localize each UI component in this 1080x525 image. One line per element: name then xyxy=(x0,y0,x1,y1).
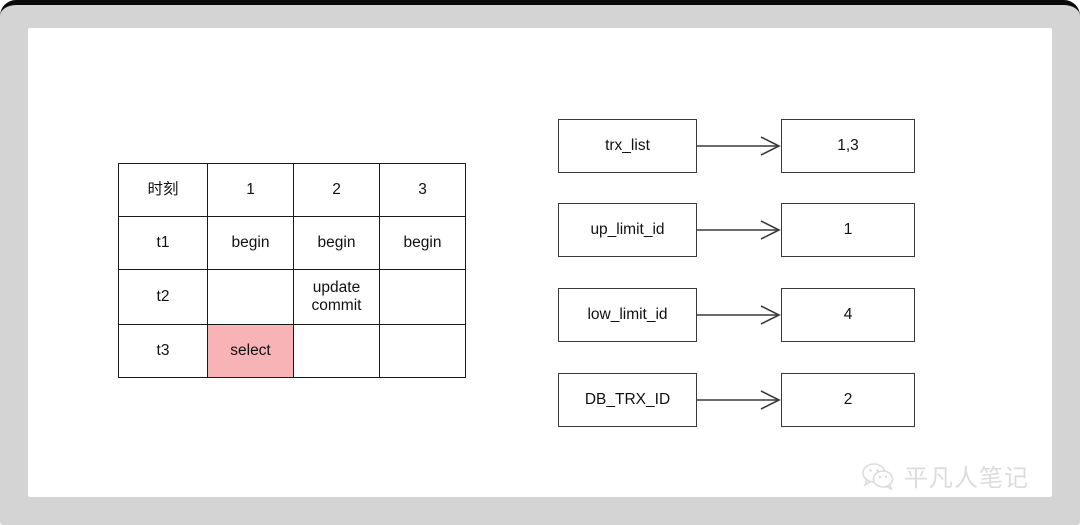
cell-t3-txn2 xyxy=(293,324,380,378)
table-body: 时刻 1 2 3 t1 begin begin begin t2 update … xyxy=(118,163,466,378)
table-row: t1 begin begin begin xyxy=(118,216,466,270)
cell-t3-txn1-select: select xyxy=(207,324,294,378)
cell-t1-txn1: begin xyxy=(207,216,294,270)
row-label-t2: t2 xyxy=(118,269,208,325)
cell-t2-txn1 xyxy=(207,269,294,325)
watermark: 平凡人笔记 xyxy=(862,458,1029,493)
flow-key-box-up-limit-id: up_limit_id xyxy=(558,203,697,257)
arrow-icon xyxy=(697,220,781,240)
row-label-t3: t3 xyxy=(118,324,208,378)
arrow-icon xyxy=(697,305,781,325)
transaction-timeline-table: 时刻 1 2 3 t1 begin begin begin t2 update … xyxy=(118,163,466,378)
table-header-cell-time: 时刻 xyxy=(118,163,208,217)
flow-value-box-trx-list: 1,3 xyxy=(781,119,915,173)
table-header-cell-txn-2: 2 xyxy=(293,163,380,217)
cell-t2-txn2: update commit xyxy=(293,269,380,325)
flow-value-box-up-limit-id: 1 xyxy=(781,203,915,257)
watermark-text: 平凡人笔记 xyxy=(904,464,1029,492)
wechat-icon xyxy=(862,462,894,490)
flow-key-box-trx-list: trx_list xyxy=(558,119,697,173)
row-label-t1: t1 xyxy=(118,216,208,270)
table-header-row: 时刻 1 2 3 xyxy=(118,163,466,217)
cell-t2-txn3 xyxy=(379,269,466,325)
flow-key-box-db-trx-id: DB_TRX_ID xyxy=(558,373,697,427)
table-header-cell-txn-3: 3 xyxy=(379,163,466,217)
flow-key-box-low-limit-id: low_limit_id xyxy=(558,288,697,342)
flow-value-box-db-trx-id: 2 xyxy=(781,373,915,427)
table-row: t2 update commit xyxy=(118,269,466,325)
arrow-icon xyxy=(697,390,781,410)
arrow-icon xyxy=(697,136,781,156)
table-row: t3 select xyxy=(118,324,466,378)
cell-t1-txn3: begin xyxy=(379,216,466,270)
cell-t3-txn3 xyxy=(379,324,466,378)
table-header-cell-txn-1: 1 xyxy=(207,163,294,217)
cell-t1-txn2: begin xyxy=(293,216,380,270)
flow-value-box-low-limit-id: 4 xyxy=(781,288,915,342)
